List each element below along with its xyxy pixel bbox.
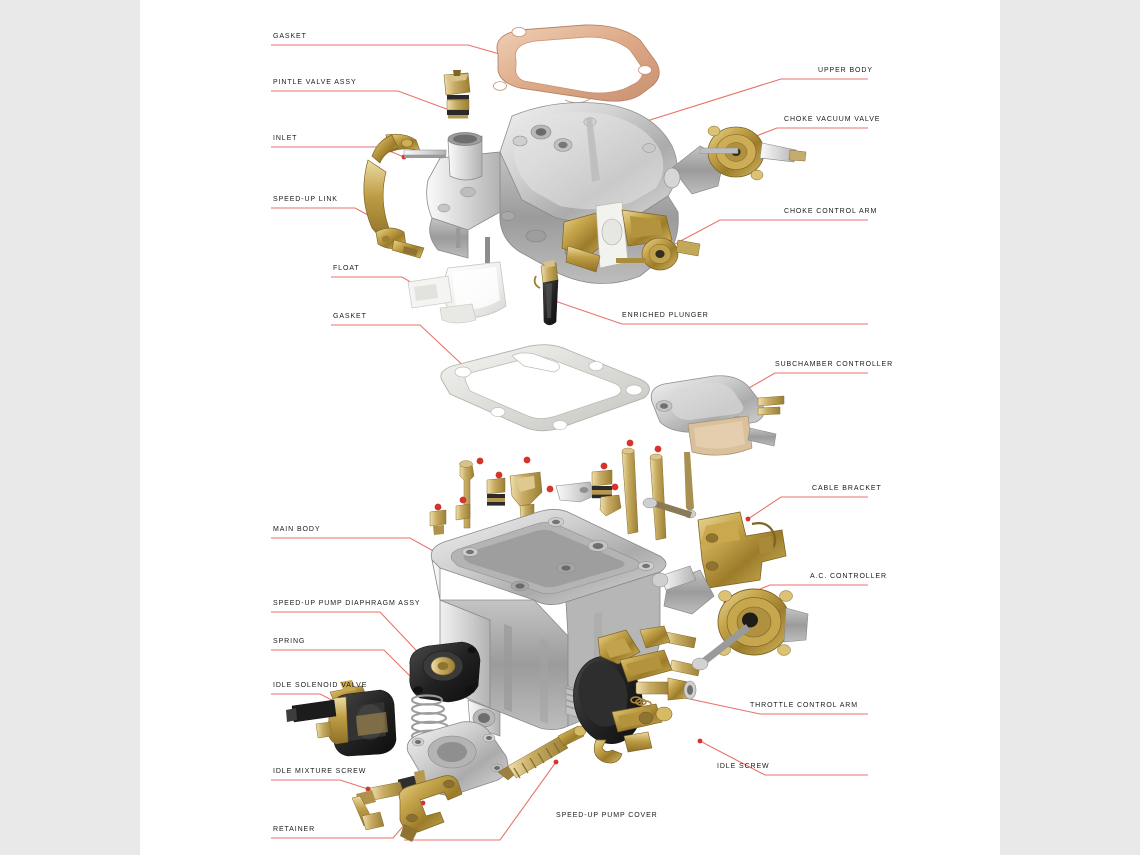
part-retainer: [398, 775, 463, 842]
label-idle-solenoid-valve: IDLE SOLENOID VALVE: [273, 682, 368, 689]
part-gasket-mid: [440, 344, 650, 432]
part-upper-body: [426, 102, 679, 284]
part-choke-control-arm: [561, 201, 701, 273]
part-speed-up-pump-diaphragm-assy: [409, 641, 481, 703]
label-idle-mixture-screw: IDLE MIXTURE SCREW: [273, 768, 367, 775]
label-retainer: RETAINER: [273, 826, 316, 833]
part-idle-solenoid-valve: [286, 680, 397, 757]
part-inlet-and-speed-up-link: [363, 133, 447, 259]
label-gasket-mid: GASKET: [333, 313, 367, 320]
label-throttle-control-arm: THROTTLE CONTROL ARM: [750, 702, 858, 709]
label-subchamber-controller: SUBCHAMBER CONTROLLER: [775, 361, 894, 368]
part-main-body: [430, 509, 701, 737]
part-idle-screw: [497, 725, 587, 781]
part-enriched-plunger: [533, 260, 559, 326]
label-speed-up-pump-cover: SPEED-UP PUMP COVER: [556, 812, 658, 819]
label-spring: SPRING: [273, 638, 306, 645]
label-pintle-valve-assy: PINTLE VALVE ASSY: [273, 79, 357, 86]
part-gasket-top: [493, 24, 660, 104]
label-ac-controller: A.C. CONTROLLER: [810, 573, 887, 580]
part-ac-controller: [651, 565, 809, 671]
label-main-body: MAIN BODY: [273, 526, 321, 533]
part-choke-vacuum-valve: [663, 125, 807, 195]
label-choke-control-arm: CHOKE CONTROL ARM: [784, 208, 878, 215]
label-float: FLOAT: [333, 265, 360, 272]
part-throttle-control-arm: [573, 625, 697, 764]
part-subchamber-controller: [650, 375, 785, 519]
part-speed-up-pump-cover: [406, 721, 509, 796]
label-idle-screw: IDLE SCREW: [717, 763, 770, 770]
label-cable-bracket: CABLE BRACKET: [812, 485, 882, 492]
label-enriched-plunger: ENRICHED PLUNGER: [622, 312, 709, 319]
part-cable-bracket: [642, 497, 787, 589]
label-choke-vacuum-valve: CHOKE VACUUM VALVE: [784, 116, 881, 123]
label-speed-up-link: SPEED-UP LINK: [273, 196, 338, 203]
label-inlet: INLET: [273, 135, 298, 142]
part-pintle-valve-assy: [443, 70, 471, 119]
part-float: [407, 261, 507, 324]
label-gasket-top: GASKET: [273, 33, 307, 40]
label-speed-up-pump-diaphragm-assy: SPEED-UP PUMP DIAPHRAGM ASSY: [273, 600, 421, 607]
part-jets-cluster: [429, 439, 667, 541]
label-upper-body: UPPER BODY: [818, 67, 873, 74]
